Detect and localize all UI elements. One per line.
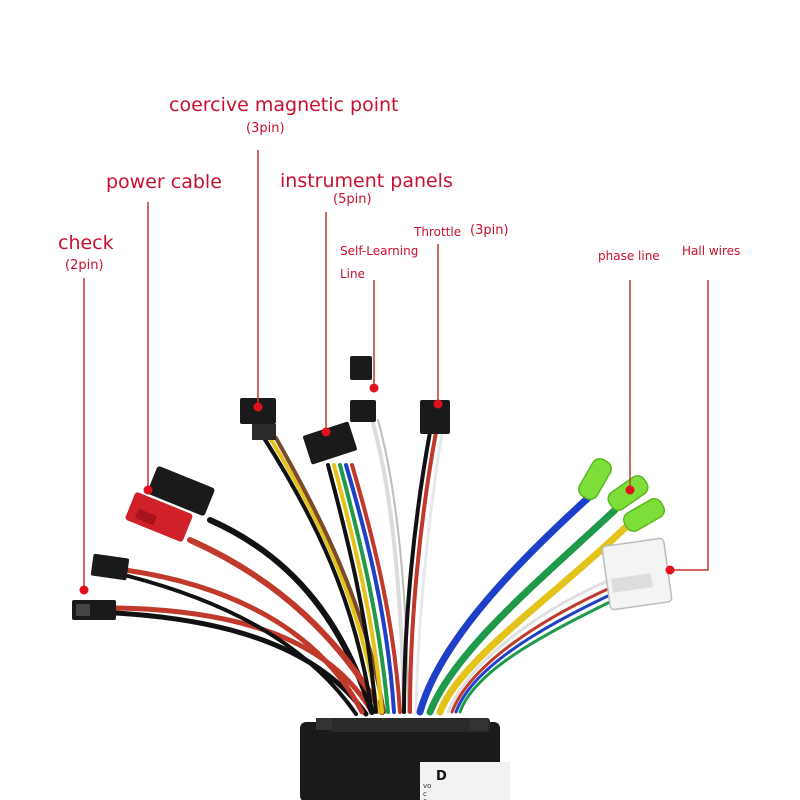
marker-dot [79, 585, 89, 595]
label-throttle-pins: (3pin) [470, 223, 509, 238]
controller-label-text: vo [423, 782, 431, 790]
marker-dot [665, 565, 675, 575]
label-check: check [58, 232, 114, 254]
throttle-connector [420, 400, 450, 434]
wire-instrument-yellow [332, 463, 384, 714]
marker-dot [433, 399, 443, 409]
label-instrument-panels: instrument panels [280, 170, 453, 192]
wire-selflearn-white-2 [377, 419, 409, 713]
controller-box: D vo c c [300, 718, 510, 800]
label-self-learning: Self-Learning [340, 244, 419, 258]
wire-hall-blue [454, 593, 612, 714]
marker-dot [369, 383, 379, 393]
wire-power-red [187, 537, 385, 715]
aux-connector [90, 553, 130, 581]
wire-bundle-right [416, 494, 632, 716]
controller-label-text: c [423, 797, 427, 800]
pointer-line-hall [672, 280, 709, 571]
hall-connector [601, 537, 673, 611]
wire-aux-black [126, 574, 358, 716]
marker-dot [143, 485, 153, 495]
label-phase-line: phase line [598, 249, 660, 263]
pointer-lines [83, 150, 709, 588]
connectors [72, 356, 673, 620]
controller-label-text: D [436, 769, 447, 784]
wire-hall-white [446, 578, 612, 714]
label-self-learning-line: Line [340, 267, 366, 281]
wire-check-black [112, 610, 369, 717]
label-power-cable: power cable [106, 171, 222, 193]
instrument-connector [303, 421, 357, 465]
wire-instrument-blue [344, 463, 396, 714]
wire-instrument-red [350, 463, 402, 714]
wire-throttle-black [402, 430, 432, 714]
marker-dot [321, 427, 331, 437]
marker-dot [625, 485, 635, 495]
label-instrument-pins: (5pin) [333, 192, 372, 207]
phase-tubes [578, 457, 666, 532]
wire-instrument-green [338, 463, 390, 714]
wire-hall-red [450, 586, 612, 714]
label-check-pins: (2pin) [65, 258, 104, 273]
wire-phase-green [426, 506, 619, 716]
wire-hall-green [458, 600, 612, 714]
wire-throttle-white [414, 430, 444, 714]
wire-aux-red [122, 567, 365, 715]
controller-label-text: c [423, 790, 427, 798]
marker-dot [253, 402, 263, 412]
label-coercive-magnetic-point: coercive magnetic point [169, 94, 399, 116]
wire-check-red [112, 605, 375, 715]
wire-bundle-left [112, 418, 444, 717]
wire-coercive-black [262, 436, 374, 714]
label-hall-wires: Hall wires [682, 244, 741, 258]
label-throttle: Throttle [414, 225, 462, 239]
controller-label-sticker [420, 762, 510, 800]
wire-coercive-brown [274, 436, 386, 714]
wire-throttle-red [408, 430, 438, 714]
check-connector [72, 600, 116, 620]
wire-instrument-black [326, 463, 378, 714]
power-connector [125, 466, 215, 542]
markers [79, 383, 675, 595]
wire-phase-yellow [436, 521, 632, 716]
wire-phase-blue [416, 494, 592, 716]
self-learning-connector [350, 356, 376, 422]
label-coercive-pins: (3pin) [246, 121, 285, 136]
